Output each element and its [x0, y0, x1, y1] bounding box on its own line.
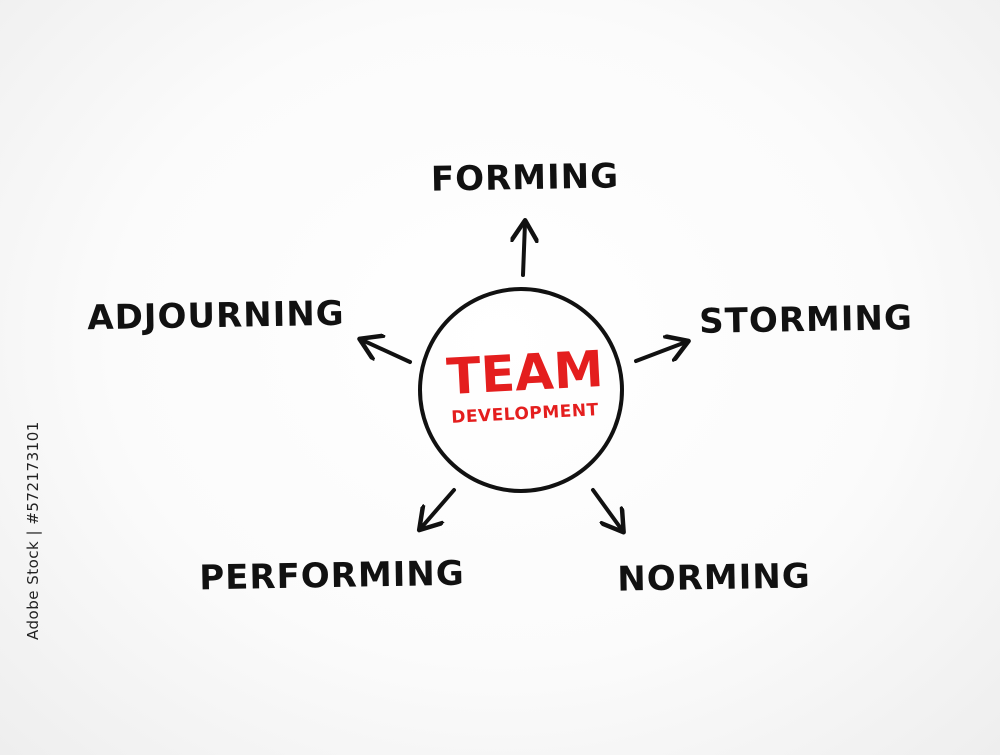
stage-label-storming: STORMING: [698, 298, 914, 342]
stage-label-adjourning: ADJOURNING: [86, 293, 346, 339]
arrow-to-performing: [421, 488, 456, 528]
stage-label-norming: NORMING: [616, 556, 812, 600]
stock-id-watermark: Adobe Stock | #572173101: [24, 421, 42, 640]
center-circle: [418, 287, 624, 493]
arrow-to-adjourning: [362, 340, 412, 364]
center-title: TEAM: [445, 339, 605, 407]
arrow-to-norming: [591, 488, 622, 530]
arrow-to-forming: [523, 223, 525, 277]
stage-label-performing: PERFORMING: [198, 553, 466, 599]
stage-label-forming: FORMING: [430, 156, 620, 200]
arrow-to-storming: [634, 342, 686, 363]
